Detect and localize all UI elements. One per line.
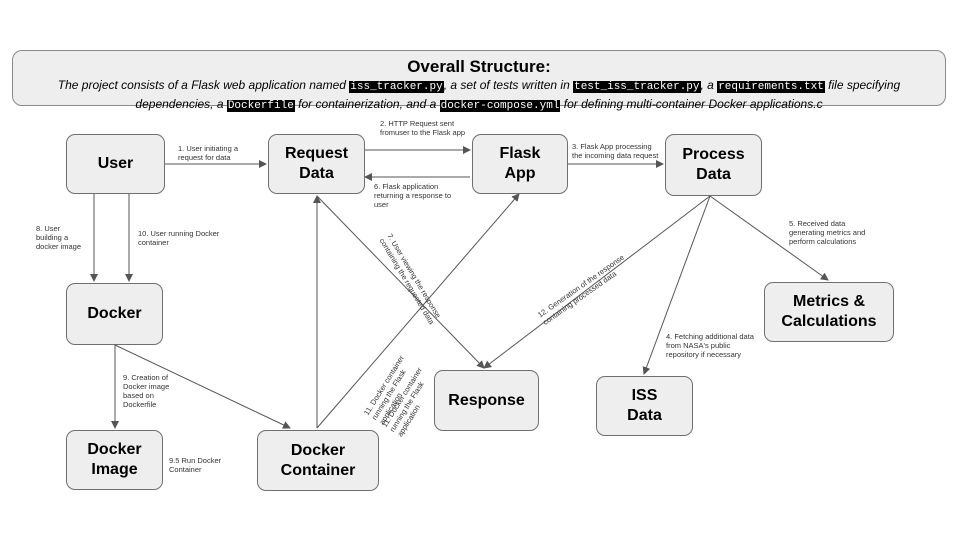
edge-label-5: 5. Received data generating metrics and … <box>789 219 866 246</box>
edge-label-10: 10. User running Docker container <box>138 229 220 247</box>
banner-text-4: file specifying dependencies, a <box>135 78 901 111</box>
node-metrics-label-1: Metrics & <box>792 293 866 310</box>
banner-text-3: , a <box>700 78 718 92</box>
node-image-label-2: Image <box>91 461 138 478</box>
node-response[interactable]: Response <box>434 370 539 431</box>
node-process-data[interactable]: Process Data <box>665 134 762 196</box>
edge-label-4: 4. Fetching additional data from NASA's … <box>666 332 754 359</box>
node-docker-container[interactable]: Docker Container <box>257 430 379 491</box>
node-container-label-2: Container <box>280 461 356 479</box>
node-docker-label: Docker <box>87 305 142 322</box>
code-test-iss-tracker: test_iss_tracker.py <box>573 81 701 93</box>
code-dockerfile: Dockerfile <box>226 100 295 112</box>
edge-docker-to-container <box>114 344 291 429</box>
banner-text-1: The project consists of a Flask web appl… <box>57 78 350 92</box>
node-flask-label-1: Flask <box>499 145 541 162</box>
edge-label-6: 6. Flask application returning a respons… <box>374 182 452 209</box>
code-docker-compose: docker-compose.yml <box>439 100 561 112</box>
edge-label-2: 2. HTTP Request sent fromuser to the Fla… <box>380 119 466 137</box>
node-docker[interactable]: Docker <box>66 283 163 345</box>
overall-structure-banner: Overall Structure: The project consists … <box>12 50 946 112</box>
edge-label-8: 8. User building a docker image <box>36 224 82 251</box>
edge-label-3: 3. Flask App processing the incoming dat… <box>572 142 659 160</box>
edge-11-container-to-flask <box>316 193 520 429</box>
node-flask-label-2: App <box>504 165 536 182</box>
node-request-data[interactable]: Request Data <box>268 134 365 194</box>
code-requirements: requirements.txt <box>717 81 825 93</box>
node-container-label-1: Docker <box>290 441 346 459</box>
node-metrics-label-2: Calculations <box>781 313 877 330</box>
banner-description: The project consists of a Flask web appl… <box>13 77 945 115</box>
banner-text-2: , a set of tests written in <box>443 78 574 92</box>
node-response-label: Response <box>448 391 525 409</box>
node-metrics-calculations[interactable]: Metrics & Calculations <box>764 282 894 342</box>
node-image-label-1: Docker <box>87 441 142 458</box>
edge-label-1: 1. User initiating a request for data <box>178 144 239 162</box>
node-iss-label-1: ISS <box>631 387 658 404</box>
banner-title: Overall Structure: <box>407 57 551 76</box>
node-process-label-1: Process <box>682 146 745 163</box>
banner-text-5: for containerization, and a <box>294 97 440 111</box>
node-flask-app[interactable]: Flask App <box>472 134 568 194</box>
edge-12-process-to-response <box>483 195 711 369</box>
node-iss-label-2: Data <box>627 407 662 424</box>
banner-text-6: for defining multi-container Docker appl… <box>560 97 823 111</box>
node-docker-image[interactable]: Docker Image <box>66 430 163 490</box>
code-iss-tracker: iss_tracker.py <box>349 81 444 93</box>
edge-4-process-to-iss <box>642 195 711 375</box>
node-iss-data[interactable]: ISS Data <box>596 376 693 436</box>
node-request-label-1: Request <box>284 145 349 162</box>
node-user-label: User <box>97 155 134 172</box>
edge-label-9-5: 9.5 Run Docker Container <box>169 456 222 474</box>
node-request-label-2: Data <box>299 165 334 182</box>
node-user[interactable]: User <box>66 134 165 194</box>
edge-label-9: 9. Creation of Docker image based on Doc… <box>123 373 170 409</box>
edge-7-request-to-response <box>316 195 485 369</box>
node-process-label-2: Data <box>696 166 731 183</box>
edge-5-process-to-metrics <box>709 195 829 281</box>
